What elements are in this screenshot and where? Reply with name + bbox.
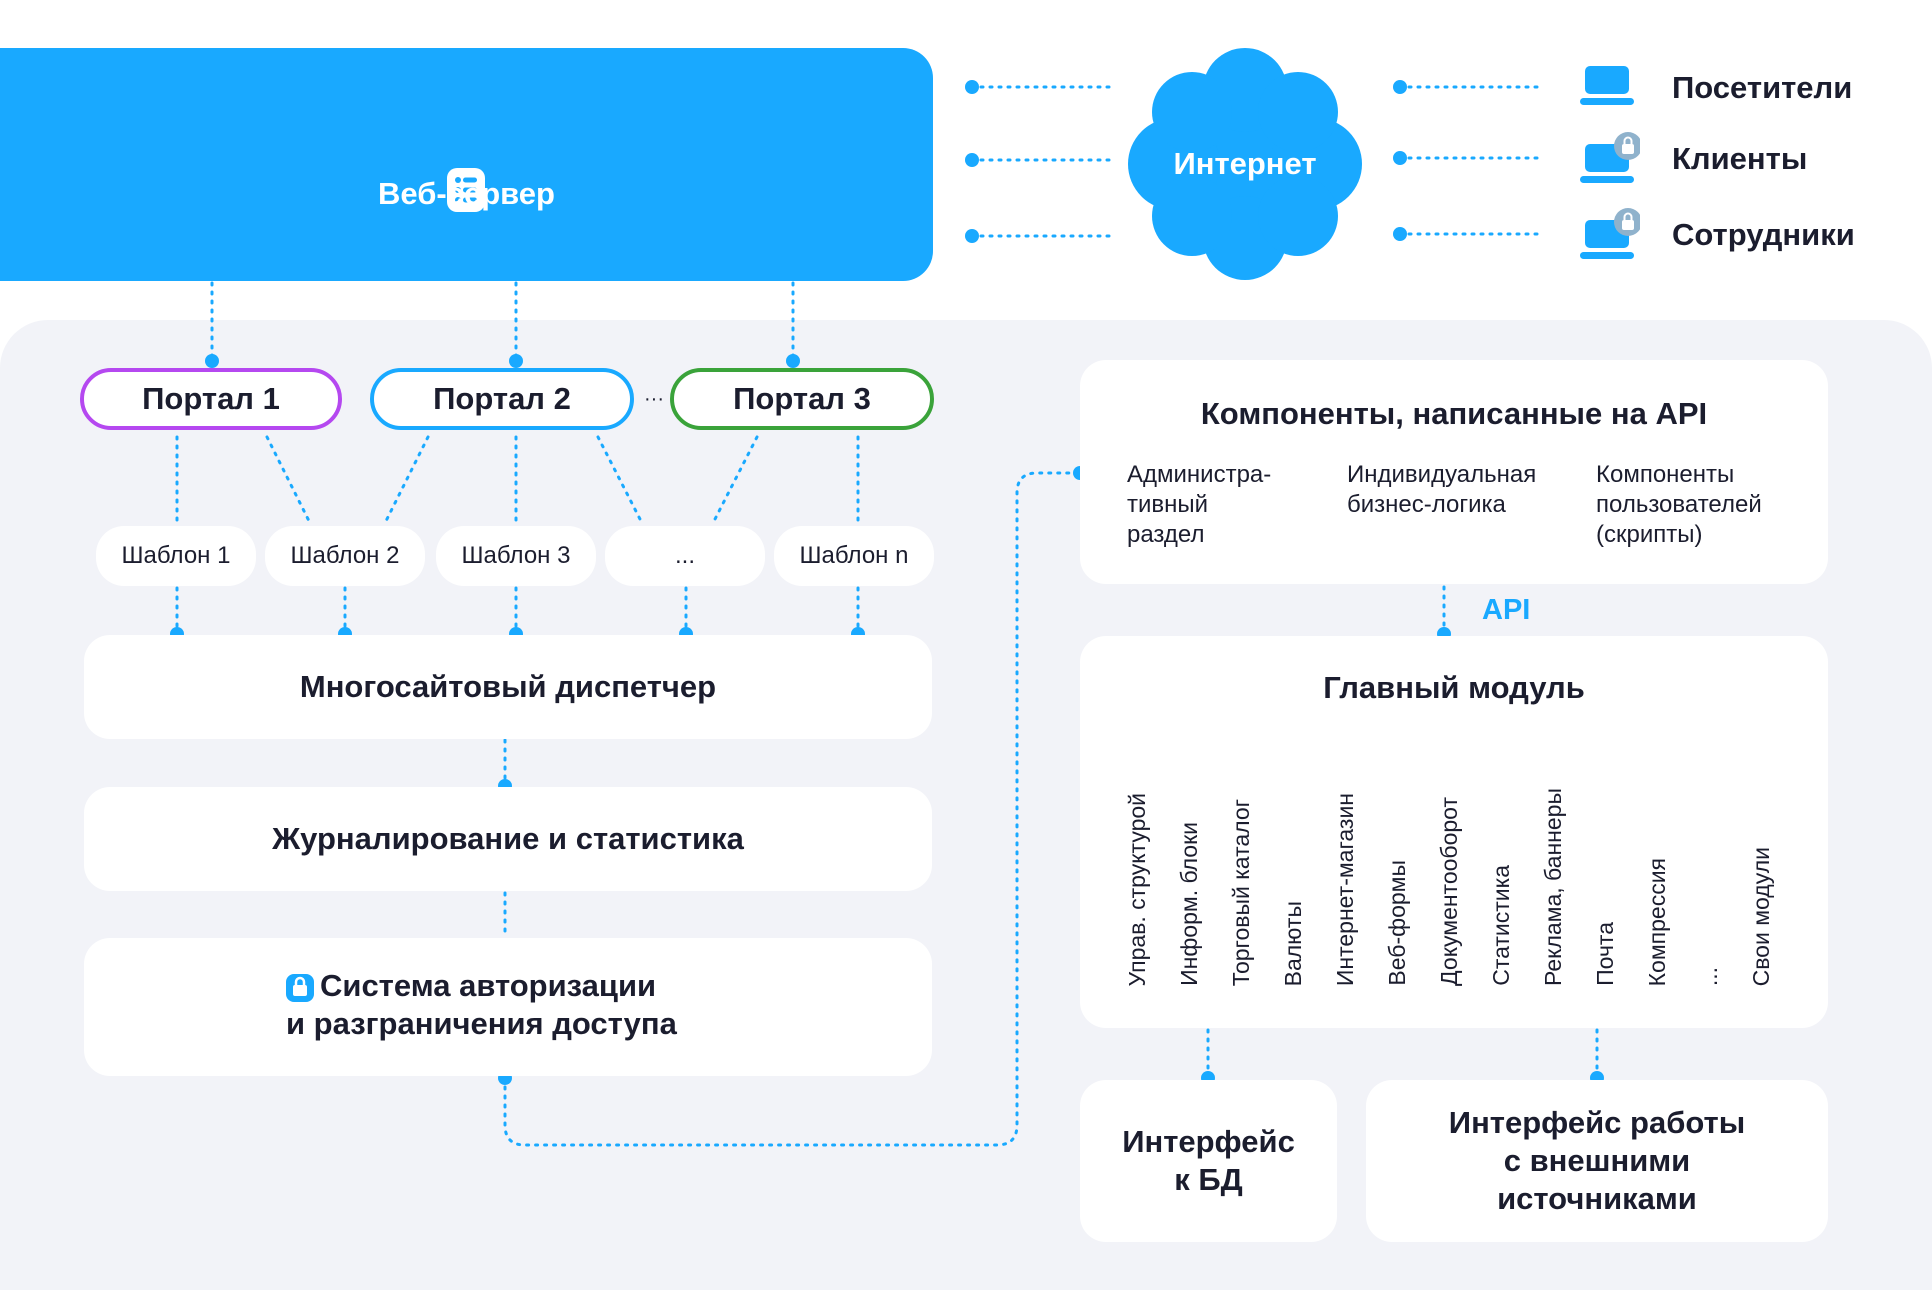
module-item: Интернет-магазин xyxy=(1332,792,1358,986)
auth-line-2: и разграничения доступа xyxy=(286,1006,677,1041)
web-server-label: Веб-сервер xyxy=(378,176,555,211)
module-item: Почта xyxy=(1592,922,1618,986)
main-module-title: Главный модуль xyxy=(1323,670,1585,705)
api-label: API xyxy=(1482,594,1531,626)
api-components-card: Компоненты, написанные на API Администра… xyxy=(1080,360,1828,584)
template-ellipsis: ... xyxy=(605,526,765,586)
portal-3: Портал 3 xyxy=(670,368,934,430)
client-laptop-lock-icon xyxy=(1580,132,1640,183)
template-n: Шаблон n xyxy=(774,526,934,586)
module-item: Реклама, баннеры xyxy=(1540,788,1566,986)
module-item: ... xyxy=(1696,966,1722,986)
module-item: Свои модули xyxy=(1748,846,1774,986)
portal-2: Портал 2 xyxy=(370,368,634,430)
internet-cloud-icon xyxy=(1128,48,1362,280)
api-item-user-scripts: Компоненты пользователей (скрипты) xyxy=(1596,461,1762,548)
module-item: Валюты xyxy=(1280,900,1306,986)
db-interface: Интерфейс к БД xyxy=(1080,1080,1337,1242)
internet-label: Интернет xyxy=(1173,146,1317,181)
user-employees-label: Сотрудники xyxy=(1672,217,1855,252)
module-list: Управ. структурой Информ. блоки Торговый… xyxy=(1080,736,1828,986)
template-3: Шаблон 3 xyxy=(436,526,596,586)
template-1: Шаблон 1 xyxy=(96,526,256,586)
lock-icon xyxy=(286,974,314,1002)
api-components-title: Компоненты, написанные на API xyxy=(1200,396,1708,431)
template-2: Шаблон 2 xyxy=(265,526,425,586)
main-module-card: Главный модуль Управ. структурой Информ.… xyxy=(1080,636,1828,1028)
module-item: Статистика xyxy=(1488,865,1514,986)
api-item-admin: Администра- тивный раздел xyxy=(1127,461,1272,548)
portal-1-label: Портал 1 xyxy=(142,381,280,416)
auth-system: Система авторизации и разграничения дост… xyxy=(84,938,932,1076)
logging-statistics: Журналирование и статистика xyxy=(84,787,932,891)
user-visitors-label: Посетители xyxy=(1672,70,1853,105)
module-item: Документооборот xyxy=(1436,797,1462,986)
visitor-laptop-icon xyxy=(1580,66,1634,105)
web-server-block: Веб-сервер xyxy=(0,48,933,281)
employee-laptop-lock-icon xyxy=(1580,208,1640,259)
multisite-dispatcher: Многосайтовый диспетчер xyxy=(84,635,932,739)
external-sources-interface: Интерфейс работы с внешними источниками xyxy=(1366,1080,1828,1242)
module-item: Веб-формы xyxy=(1384,860,1410,986)
auth-line-1: Система авторизации xyxy=(320,968,657,1003)
module-item: Информ. блоки xyxy=(1176,822,1202,986)
portal-2-label: Портал 2 xyxy=(433,381,571,416)
module-item: Управ. структурой xyxy=(1124,792,1150,986)
module-item: Компрессия xyxy=(1644,857,1670,986)
module-item: Торговый каталог xyxy=(1228,798,1254,986)
user-clients-label: Клиенты xyxy=(1672,141,1808,176)
api-item-business-logic: Индивидуальная бизнес-логика xyxy=(1347,461,1537,518)
server-list-icon xyxy=(447,168,485,212)
portal-ellipsis: ··· xyxy=(644,387,664,410)
portal-3-label: Портал 3 xyxy=(733,381,871,416)
portal-1: Портал 1 xyxy=(80,368,342,430)
